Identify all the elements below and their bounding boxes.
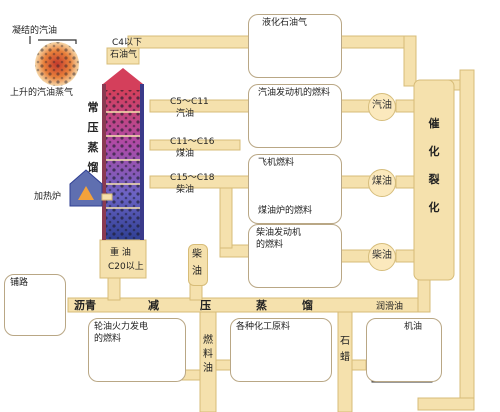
stove-fuel-label: 煤油炉的燃料	[258, 206, 313, 216]
circle-diesel: 柴油	[368, 243, 396, 271]
power-fuel-label-1: 轮油火力发电	[94, 322, 149, 332]
distillation-tower	[99, 47, 147, 279]
diesel-vertical-label: 柴油	[192, 249, 202, 277]
rising-vapor-label: 上升的汽油蒸气	[10, 88, 74, 98]
power-fuel-label-2: 的燃料	[94, 334, 122, 344]
diesel-product-box	[248, 224, 342, 288]
paraffin-label: 石蜡	[340, 336, 350, 363]
diesel-engine-fuel-label-2: 的燃料	[256, 240, 284, 250]
circle-kerosene: 煤油	[368, 169, 396, 197]
power-fuel-box	[88, 318, 186, 382]
furnace-icon	[69, 169, 113, 207]
fraction-name-diesel: 柴油	[176, 185, 195, 195]
vacuum-char-4: 馏	[302, 299, 313, 312]
chemical-materials-label: 各种化工原料	[236, 322, 291, 332]
circle-gasoline: 汽油	[368, 93, 396, 121]
gasoline-product-box	[248, 84, 342, 148]
road-paving-label: 铺路	[10, 278, 29, 288]
fraction-range-diesel: C15～C18	[170, 173, 215, 183]
vacuum-char-1: 减	[148, 299, 159, 312]
furnace-label: 加热炉	[34, 192, 62, 202]
fraction-name-kerosene: 煤油	[176, 149, 195, 159]
fraction-range-gasoline: C5～C11	[170, 97, 209, 107]
diesel-vertical-pipe	[188, 244, 208, 286]
engine-oil-box	[366, 318, 442, 382]
c20-label: C20以上	[108, 262, 144, 272]
catalytic-cracking-column	[413, 79, 455, 281]
fraction-name-gasoline: 汽油	[176, 109, 195, 119]
lpg-product-box	[248, 14, 342, 78]
c4-label: C4以下	[112, 38, 143, 48]
petroleum-gas-label: 石油气	[110, 50, 138, 60]
condensed-gasoline-label: 凝结的汽油	[12, 26, 58, 36]
diesel-engine-fuel-label-1: 柴油发动机	[256, 228, 302, 238]
vacuum-char-3: 蒸	[256, 299, 267, 312]
road-product-box	[4, 274, 66, 336]
lube-oil-label: 润滑油	[376, 302, 404, 312]
engine-oil-label: 机油	[404, 322, 423, 332]
asphalt-label: 沥青	[74, 299, 96, 312]
heavy-oil-label: 重 油	[110, 248, 131, 258]
vacuum-char-2: 压	[200, 299, 211, 312]
gasoline-engine-fuel-label: 汽油发动机的燃料	[258, 88, 331, 98]
fuel-oil-label: 燃料油	[203, 335, 213, 374]
lpg-label: 液化石油气	[262, 18, 308, 28]
atmospheric-distillation-label: 常压蒸馏	[87, 101, 99, 174]
jet-fuel-label: 飞机燃料	[258, 158, 295, 168]
catalytic-cracking-label: 催化裂化	[428, 117, 440, 214]
chemical-box	[230, 318, 332, 382]
kerosene-product-box	[248, 154, 342, 224]
fraction-range-kerosene: C11～C16	[170, 137, 215, 147]
